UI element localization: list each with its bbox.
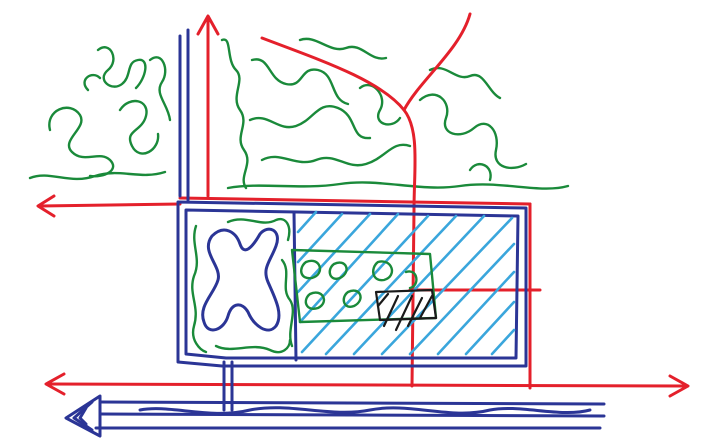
detail-hatch — [376, 290, 436, 330]
triangle-arrow-left-icon — [66, 396, 100, 436]
vegetation-top-right — [222, 39, 568, 189]
hatched-zone — [298, 212, 514, 354]
vegetation-courtyard — [192, 219, 436, 352]
vegetation-top-left — [30, 47, 170, 179]
bottom-road — [66, 396, 604, 436]
